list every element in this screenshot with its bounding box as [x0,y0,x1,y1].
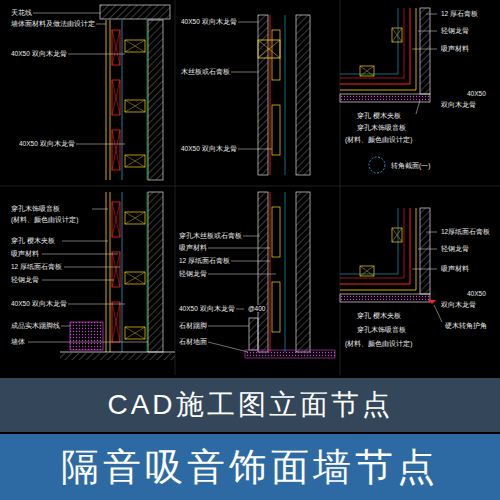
callout-label: 石材地面 [178,338,208,345]
callout-label: 穿孔木丝板或石膏板 [178,232,243,239]
title-band: CAD施工图立面节点 [0,378,500,432]
callout-label: 40X50 双向木龙骨 [10,300,68,307]
callout-label: 穿孔木饰吸音板 [356,326,407,333]
callout-label: 木丝板或石膏板 [180,68,231,75]
callout-label: 墙体 [10,338,26,345]
callout-label: 40X50 [466,90,487,97]
callout-label: 穿孔 樱木夹板 [356,312,402,319]
callout-label: 轻钢龙骨 [440,245,470,252]
callout-label: (材料、颜色由设计定) [344,136,413,143]
callout-label: 12 厚石膏板 [440,10,479,17]
callout-label: 石材踢脚 [178,322,208,329]
callout-label: 40X50 双向木龙骨 [18,140,76,147]
callout-label: 40X50 双向木龙骨 [10,50,68,57]
title-band: 隔音吸音饰面墙节点 [0,434,500,500]
callout-label: 墙体面材料及做法由设计定 [10,20,96,27]
callout-label: 硬木转角护角 [444,322,488,329]
banner-title: 隔音吸音饰面墙节点 [61,442,439,493]
callout-label: 转角截面(一) [390,162,431,169]
callout-label: 吸声材料 [440,45,470,52]
callout-label: 40X50 双向木龙骨 [178,305,236,312]
callout-label: 12 厚纸面石膏板 [10,263,63,270]
callout-label: 穿孔 樱木夹板 [356,112,402,119]
callout-label: 40X50 双向木龙骨 [180,18,238,25]
callout-label: 双向木龙骨 [440,101,477,108]
callout-label: 轻钢龙骨 [440,27,470,34]
callout-label: 轻钢龙骨 [10,276,40,283]
callout-label: 吸声材料 [10,250,40,257]
callout-label: 吸声材料 [178,244,208,251]
callout-label: 40X50 [466,290,487,297]
callout-label: 轻钢龙骨 [178,270,208,277]
callout-label: 成品实木踢脚线 [10,322,61,329]
callout-label: (材料、颜色由设计定) [10,216,79,223]
callout-label: 穿孔 樱木夹板 [10,237,56,244]
callout-label: 12 厚纸面石膏板 [178,257,231,264]
callout-label: (材料、颜色由设计定) [344,340,413,347]
callout-label: 天花线 [10,9,33,16]
callout-label: 穿孔木饰吸音板 [356,124,407,131]
banner-title: CAD施工图立面节点 [107,386,392,424]
callout-label: @400 [247,305,266,312]
callout-label: 吸声材料 [440,265,470,272]
callout-label: 40X50 双向木龙骨 [180,145,238,152]
callout-label: 12厚纸面石膏板 [440,228,491,235]
callout-label: 穿孔木饰吸音板 [10,205,61,212]
callout-label: 双向木龙骨 [440,301,477,308]
